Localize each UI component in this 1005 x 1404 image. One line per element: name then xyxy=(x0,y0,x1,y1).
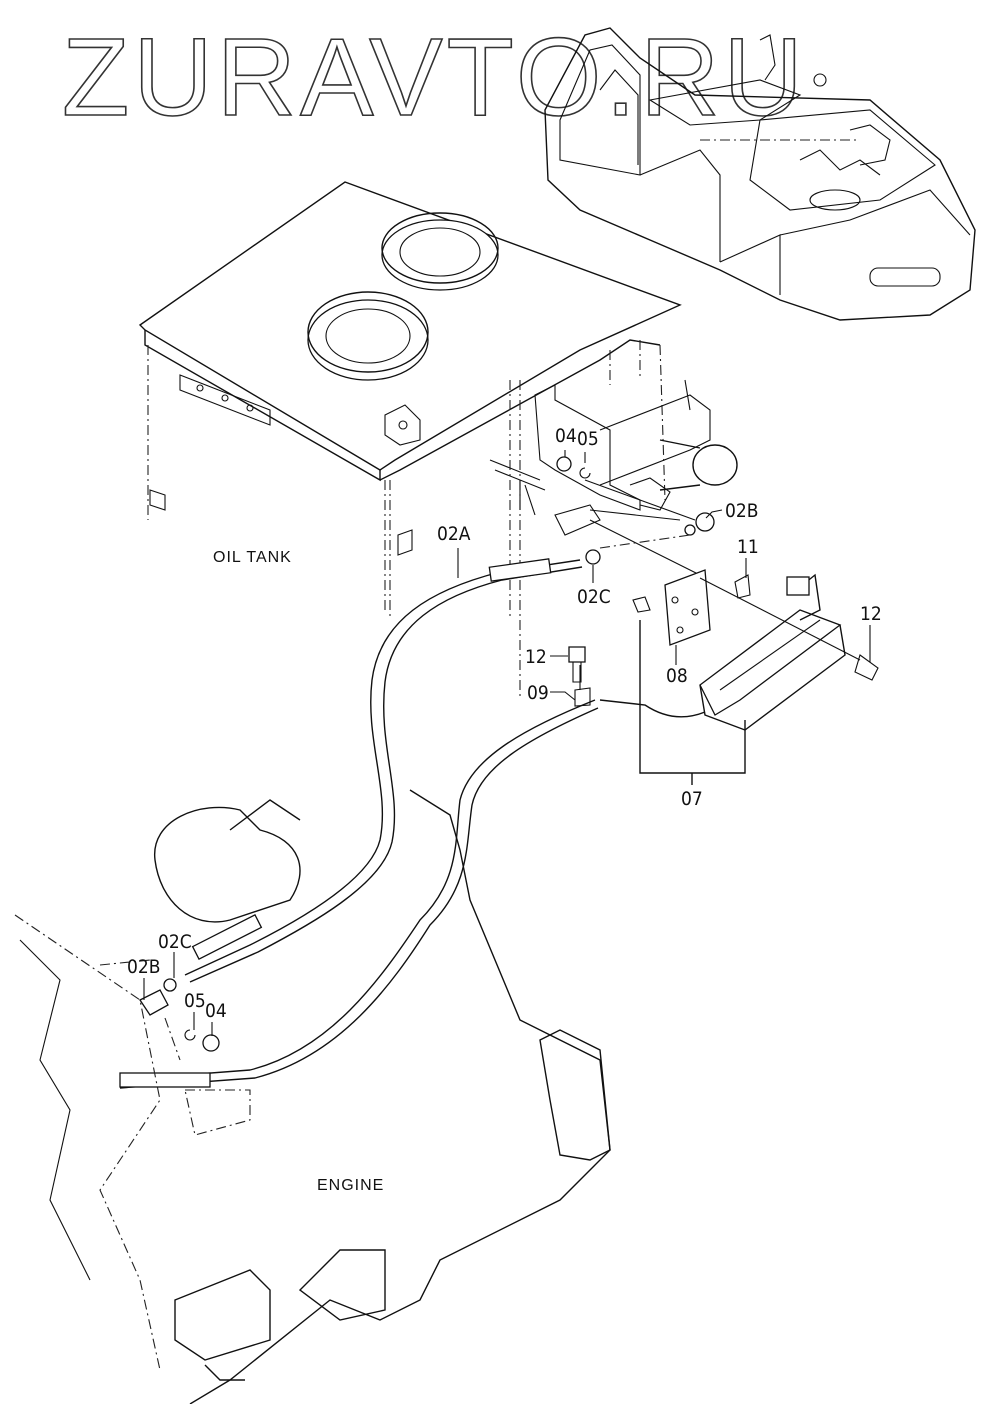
cable-lower xyxy=(119,699,706,1089)
cable-02A xyxy=(184,549,601,983)
callout-09[interactable]: 09 xyxy=(527,682,576,704)
callout-04-bottom[interactable]: 04 xyxy=(205,1000,227,1036)
svg-text:05: 05 xyxy=(577,428,599,450)
callout-02B-bottom[interactable]: 02B xyxy=(127,956,160,1000)
callout-12-left[interactable]: 12 xyxy=(525,646,586,683)
excavator-overview xyxy=(544,27,976,321)
callout-05-top[interactable]: 05 xyxy=(577,428,599,450)
engine-label: ENGINE xyxy=(317,1177,384,1194)
engine xyxy=(14,789,611,1404)
callout-02A[interactable]: 02A xyxy=(437,523,471,578)
svg-text:12: 12 xyxy=(860,603,882,625)
callout-11[interactable]: 11 xyxy=(737,536,759,578)
svg-text:05: 05 xyxy=(184,990,206,1012)
callout-07[interactable]: 07 xyxy=(681,788,703,810)
svg-text:08: 08 xyxy=(666,665,688,687)
svg-text:02C: 02C xyxy=(577,586,611,608)
callout-04-top[interactable]: 04 xyxy=(555,425,577,447)
svg-text:02C: 02C xyxy=(158,931,192,953)
svg-text:02B: 02B xyxy=(127,956,160,978)
callout-08[interactable]: 08 xyxy=(666,645,688,687)
svg-text:02A: 02A xyxy=(437,523,471,545)
svg-text:11: 11 xyxy=(737,536,759,558)
svg-text:02B: 02B xyxy=(725,500,758,522)
svg-text:09: 09 xyxy=(527,682,549,704)
callout-02C-bottom[interactable]: 02C xyxy=(158,931,192,978)
callout-02C-top[interactable]: 02C xyxy=(577,565,611,608)
svg-text:07: 07 xyxy=(681,788,703,810)
actuator-bracket xyxy=(489,379,738,576)
oil-tank xyxy=(138,181,682,700)
svg-text:04: 04 xyxy=(205,1000,227,1022)
callout-05-bottom[interactable]: 05 xyxy=(184,990,206,1030)
callout-02B-top[interactable]: 02B xyxy=(705,500,758,522)
watermark: ZURAVTO.RU xyxy=(62,16,807,139)
motor-assembly xyxy=(574,569,879,785)
callout-12-right[interactable]: 12 xyxy=(860,603,882,662)
oil-tank-label: OIL TANK xyxy=(213,549,292,566)
svg-text:12: 12 xyxy=(525,646,547,668)
svg-text:04: 04 xyxy=(555,425,577,447)
